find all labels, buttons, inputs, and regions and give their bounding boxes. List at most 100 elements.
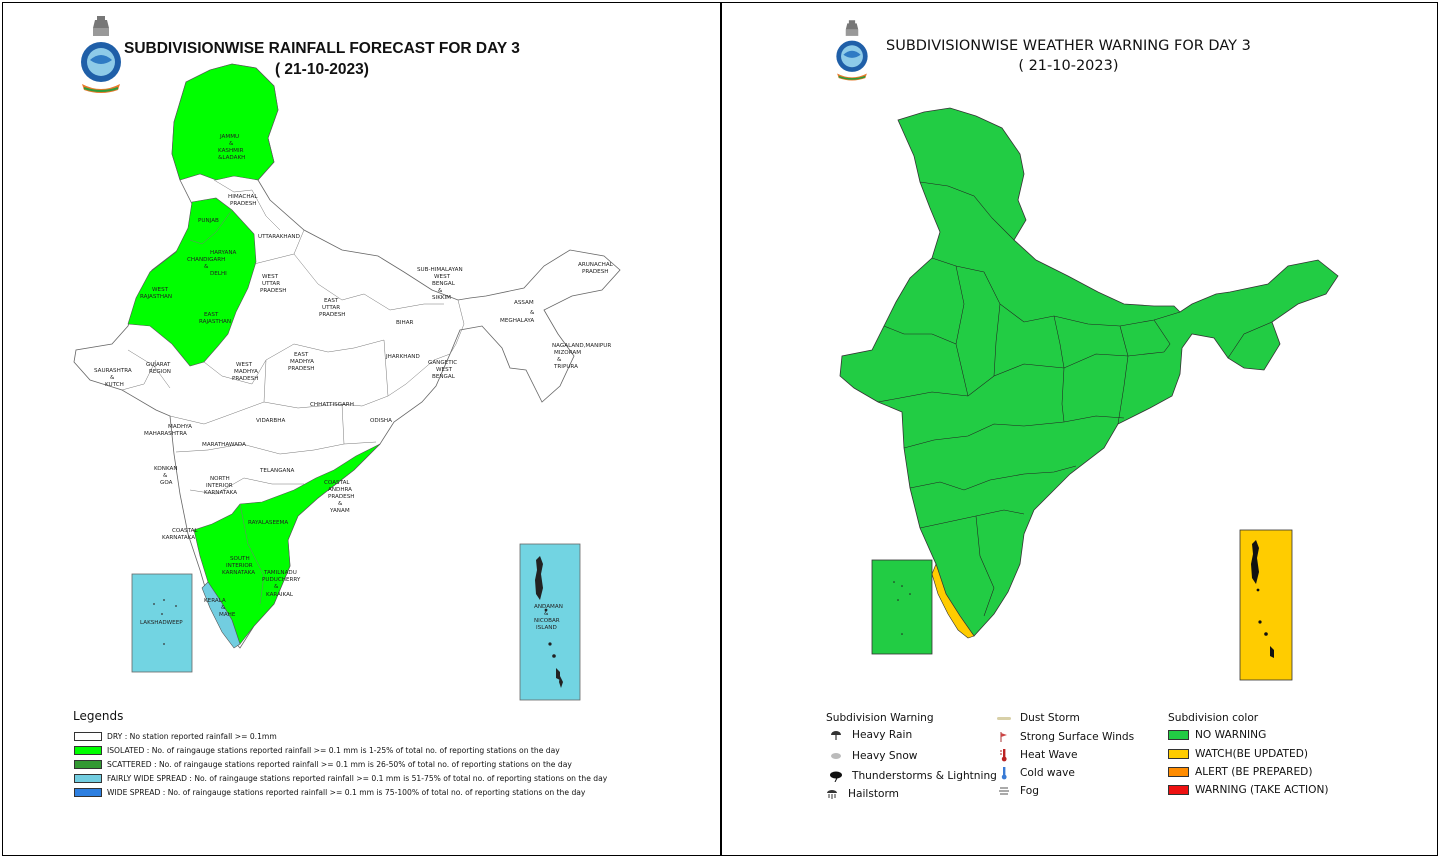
label-vd: VIDARBHA: [256, 418, 285, 424]
color-swatch-warning: [1168, 785, 1189, 795]
label-wr2: RAJASTHAN: [140, 294, 172, 300]
andaman-islands: [1251, 540, 1274, 658]
weather-warning-panel: SUBDIVISIONWISE WEATHER WARNING FOR DAY …: [724, 4, 1436, 854]
label-ca3: PRADESH: [328, 494, 354, 500]
color-item-warning: WARNING (TAKE ACTION): [1168, 784, 1329, 796]
label-hr4: DELHI: [210, 271, 227, 277]
warning-title: SUBDIVISIONWISE WEATHER WARNING FOR DAY …: [886, 36, 1251, 76]
label-hr3: &: [204, 264, 209, 270]
label-mm2: MAHARASHTRA: [144, 431, 187, 437]
legend-swatch-wide: [74, 787, 102, 797]
label-sk3: KUTCH: [105, 382, 124, 388]
label-jk4: &LADAKH: [218, 155, 245, 161]
label-mt: MARATHAWADA: [202, 442, 246, 448]
warning-item-fog: Fog: [996, 785, 1039, 797]
label-ck1: COASTAL: [172, 528, 198, 534]
label-nk1: NORTH: [210, 476, 230, 482]
warning-item-heavy-snow: Heavy Snow: [828, 750, 917, 762]
label-nk2: INTERIOR: [206, 483, 233, 489]
label-an1: ANDAMAN: [534, 604, 563, 610]
label-hp2: PRADESH: [230, 201, 256, 207]
label-nm1: NAGALAND,MANIPUR: [552, 343, 611, 349]
rainfall-map-labels: JAMMU & KASHMIR &LADAKH HIMACHAL PRADESH…: [94, 134, 614, 631]
label-gw3: BENGAL: [432, 374, 456, 380]
label-as1: ASSAM: [514, 300, 534, 306]
warning-item-strong-wind: Strong Surface Winds: [996, 731, 1134, 743]
warning-item-cold-wave: Cold wave: [996, 767, 1075, 780]
label-rs: RAYALASEEMA: [248, 520, 288, 526]
legend-text-wide: WIDE SPREAD : No. of raingauge stations …: [107, 787, 586, 797]
region-kerala-watch: [931, 563, 975, 639]
legend-text-scattered: SCATTERED : No. of raingauge stations re…: [107, 759, 572, 769]
rainfall-map: JAMMU & KASHMIR &LADAKH HIMACHAL PRADESH…: [73, 63, 621, 701]
label-gj2: REGION: [149, 369, 171, 375]
label-sh3: BENGAL: [432, 281, 456, 287]
label-mm1: MADHYA: [168, 424, 192, 430]
label-hr1: HARYANA: [210, 250, 237, 256]
warning-title-main: SUBDIVISIONWISE WEATHER WARNING FOR DAY …: [886, 38, 1251, 54]
label-em1: EAST: [294, 352, 309, 358]
andaman-nicobar-inset: [519, 543, 581, 701]
color-label-warning: WARNING (TAKE ACTION): [1195, 784, 1329, 796]
label-wu2: UTTAR: [262, 281, 280, 287]
label-kg1: KONKAN: [154, 466, 178, 472]
label-as3: MEGHALAYA: [500, 318, 534, 324]
heavy-rain-icon: [828, 729, 844, 741]
label-sh2: WEST: [434, 274, 451, 280]
rainfall-legend-heading: Legends: [73, 709, 124, 723]
color-label-alert: ALERT (BE PREPARED): [1195, 766, 1313, 778]
label-jk2: &: [229, 141, 234, 147]
warning-label-heavy-snow: Heavy Snow: [852, 750, 918, 762]
label-hr2: CHANDIGARH: [187, 257, 225, 263]
label-sh1: SUB-HIMALAYAN: [417, 267, 463, 273]
label-gw2: WEST: [436, 367, 453, 373]
label-tl: TELANGANA: [259, 468, 295, 474]
legend-text-dry: DRY : No station reported rainfall >= 0.…: [107, 731, 277, 741]
label-gw1: GANGETIC: [428, 360, 457, 366]
label-gj1: GUJARAT: [146, 362, 171, 368]
label-ck2: KARNATAKA: [162, 535, 195, 541]
legend-row-dry: DRY : No station reported rainfall >= 0.…: [74, 730, 277, 742]
label-ca1: COASTAL: [324, 480, 350, 486]
legend-swatch-isolated: [74, 745, 102, 755]
label-tn3: &: [274, 584, 279, 590]
label-nm4: TRIPURA: [553, 364, 578, 370]
label-lk: LAKSHADWEEP: [140, 620, 183, 626]
imd-emblem-icon: [81, 16, 121, 93]
lakshadweep-islands: [153, 599, 177, 645]
label-sk_1: SOUTH: [230, 556, 250, 562]
label-ca2: ANDHRA: [328, 487, 352, 493]
color-item-no-warning: NO WARNING: [1168, 729, 1266, 741]
label-sk1: SAURASHTRA: [94, 368, 132, 374]
color-legend-heading: Subdivision color: [1168, 712, 1259, 724]
region-jammu-kashmir-ladakh: [171, 63, 279, 181]
legend-swatch-dry: [74, 731, 102, 741]
label-an3: NICOBAR: [534, 618, 560, 624]
label-em3: PRADESH: [288, 366, 314, 372]
warning-label-dust-storm: Dust Storm: [1020, 712, 1080, 724]
warning-label-cold-wave: Cold wave: [1020, 767, 1075, 779]
label-tn2: PUDUCHERRY: [262, 577, 301, 583]
label-er1: EAST: [204, 312, 219, 318]
label-ca5: YANAM: [329, 508, 350, 514]
label-hp1: HIMACHAL: [228, 194, 258, 200]
warning-title-date: ( 21-10-2023): [1018, 58, 1119, 74]
warning-label-thunderstorm: Thunderstorms & Lightning: [852, 770, 997, 782]
label-km1: KERALA: [204, 598, 226, 604]
label-jk1: JAMMU: [219, 134, 239, 140]
color-swatch-no-warning: [1168, 730, 1189, 740]
label-as2: &: [530, 310, 535, 316]
region-kerala-mahe: [201, 581, 241, 649]
label-ap2: PRADESH: [582, 269, 608, 275]
legend-row-fairly-wide: FAIRLY WIDE SPREAD : No. of raingauge st…: [74, 772, 607, 784]
label-km3: MAHE: [219, 612, 236, 618]
warning-legend-heading: Subdivision Warning: [826, 712, 934, 724]
imd-emblem-icon: [836, 20, 868, 81]
thunderstorm-icon: [828, 770, 844, 782]
label-kg3: GOA: [160, 480, 173, 486]
warning-label-heavy-rain: Heavy Rain: [852, 729, 913, 741]
warning-label-heat-wave: Heat Wave: [1020, 749, 1078, 761]
dust-storm-icon: [996, 712, 1012, 724]
label-km2: &: [221, 605, 226, 611]
label-nk3: KARNATAKA: [204, 490, 237, 496]
